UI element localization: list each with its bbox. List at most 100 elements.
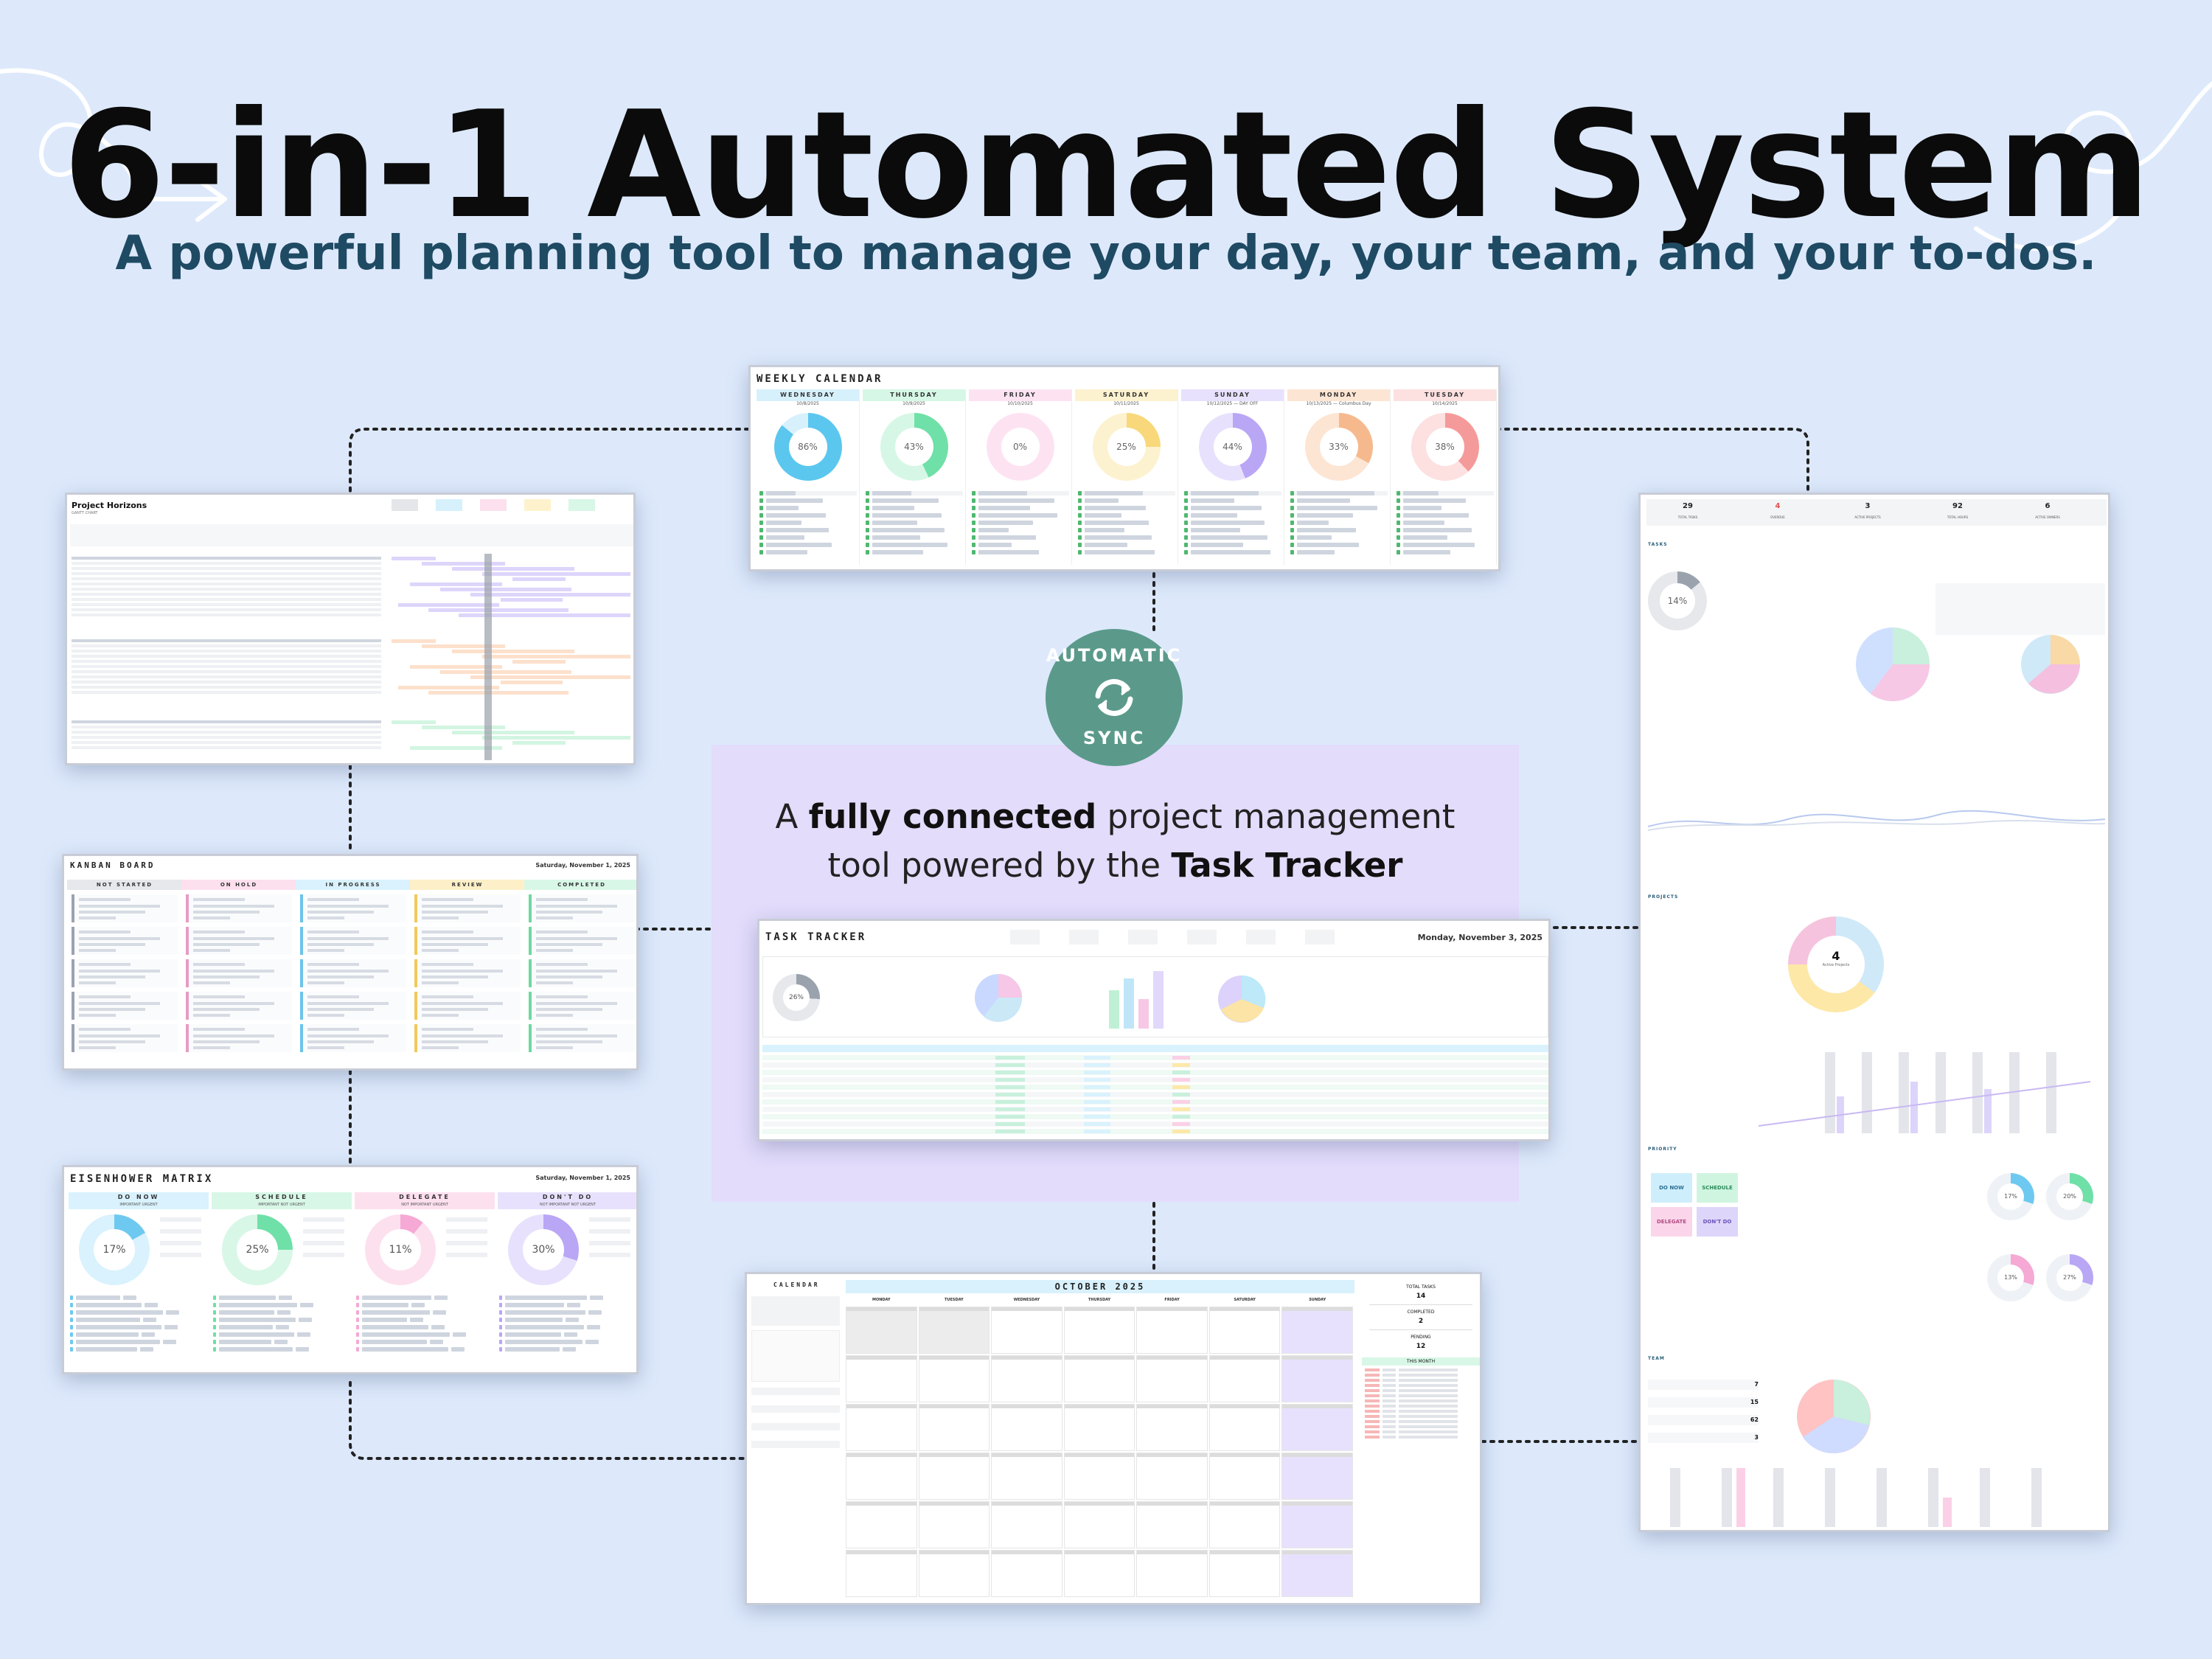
- kanban-card[interactable]: [529, 992, 635, 1020]
- calendar-day-cell[interactable]: [991, 1355, 1062, 1402]
- calendar-day-cell[interactable]: [1281, 1453, 1353, 1500]
- kanban-card[interactable]: [186, 1024, 292, 1052]
- calendar-day-cell[interactable]: [846, 1307, 917, 1354]
- calendar-day-cell[interactable]: [1136, 1355, 1208, 1402]
- kanban-card[interactable]: [529, 959, 635, 987]
- calendar-day-cell[interactable]: [1281, 1550, 1353, 1597]
- calendar-day-cell[interactable]: [846, 1453, 917, 1500]
- kanban-card[interactable]: [414, 927, 521, 955]
- kanban-card[interactable]: [186, 894, 292, 922]
- kanban-card[interactable]: [414, 1024, 521, 1052]
- calendar-day-cell[interactable]: [1136, 1307, 1208, 1354]
- calendar-day-cell[interactable]: [1136, 1550, 1208, 1597]
- calendar-day-cell[interactable]: [846, 1355, 917, 1402]
- calendar-day-cell[interactable]: [1208, 1404, 1281, 1451]
- calendar-day-cell[interactable]: [1281, 1404, 1353, 1451]
- tagline: A fully connected project management too…: [775, 797, 1455, 885]
- calendar-day-cell[interactable]: [1136, 1501, 1208, 1548]
- weekday-name: MONDAY: [1287, 389, 1390, 401]
- quadrant-completion-donut: 27%: [2046, 1254, 2093, 1301]
- calendar-day-cell[interactable]: [991, 1404, 1062, 1451]
- section-tasks: TASKS: [1648, 542, 1668, 547]
- kanban-card[interactable]: [300, 927, 406, 955]
- calendar-day-cell[interactable]: [1136, 1404, 1208, 1451]
- calendar-day-cell[interactable]: [1208, 1501, 1281, 1548]
- kpi-label: ACTIVE OWNERS: [2035, 515, 2060, 519]
- kanban-title: KANBAN BOARD: [70, 860, 156, 870]
- weekday-name: SATURDAY: [1075, 389, 1178, 401]
- calendar-day-cell[interactable]: [918, 1307, 990, 1354]
- kanban-card[interactable]: [414, 959, 521, 987]
- kpi-value: 6: [2045, 502, 2051, 510]
- completed-value: 2: [1418, 1318, 1424, 1325]
- calendar-day-cell[interactable]: [1063, 1453, 1135, 1500]
- calendar-day-cell[interactable]: [991, 1453, 1062, 1500]
- calendar-day-cell[interactable]: [1063, 1501, 1135, 1548]
- kanban-card[interactable]: [186, 927, 292, 955]
- kanban-card[interactable]: [529, 894, 635, 922]
- calendar-day-cell[interactable]: [918, 1453, 990, 1500]
- day-progress-donut: 33%: [1304, 413, 1373, 481]
- calendar-day-cell[interactable]: [1063, 1307, 1135, 1354]
- team-stat-value: 15: [1750, 1399, 1759, 1405]
- kanban-card[interactable]: [72, 1024, 178, 1052]
- kanban-card[interactable]: [72, 992, 178, 1020]
- calendar-day-cell[interactable]: [991, 1550, 1062, 1597]
- calendar-day-cell[interactable]: [1281, 1307, 1353, 1354]
- calendar-day-cell[interactable]: [1281, 1501, 1353, 1548]
- day-progress-donut: 86%: [773, 413, 842, 481]
- weekday-date: 10/12/2025 — DAY OFF: [1206, 401, 1259, 406]
- calendar-day-cell[interactable]: [918, 1501, 990, 1548]
- calendar-day-cell[interactable]: [1063, 1550, 1135, 1597]
- day-progress-value: 25%: [1107, 428, 1146, 466]
- quadrant-pct: 25%: [237, 1229, 278, 1270]
- kanban-card[interactable]: [414, 894, 521, 922]
- calendar-weekday: SUNDAY: [1309, 1298, 1326, 1302]
- calendar-day-cell[interactable]: [846, 1404, 917, 1451]
- calendar-day-cell[interactable]: [1208, 1307, 1281, 1354]
- kanban-card[interactable]: [529, 927, 635, 955]
- calendar-day-cell[interactable]: [1063, 1355, 1135, 1402]
- kanban-card[interactable]: [186, 992, 292, 1020]
- task-progress-donut: 26%: [773, 974, 820, 1021]
- gantt-subtitle: GANTT CHART: [72, 511, 98, 515]
- calendar-day-cell[interactable]: [1208, 1550, 1281, 1597]
- day-progress-value: 43%: [894, 428, 933, 466]
- calendar-day-cell[interactable]: [1281, 1355, 1353, 1402]
- calendar-day-cell[interactable]: [1208, 1355, 1281, 1402]
- calendar-day-cell[interactable]: [1063, 1404, 1135, 1451]
- calendar-day-cell[interactable]: [846, 1501, 917, 1548]
- calendar-day-cell[interactable]: [1136, 1453, 1208, 1500]
- calendar-day-cell[interactable]: [991, 1501, 1062, 1548]
- dashboard-project-bars: [1758, 1052, 2091, 1133]
- team-stat-value: 3: [1754, 1434, 1759, 1441]
- calendar-day-cell[interactable]: [1208, 1453, 1281, 1500]
- kanban-card[interactable]: [300, 894, 406, 922]
- kanban-card[interactable]: [300, 959, 406, 987]
- dashboard-team-charts: [1670, 1380, 2042, 1527]
- kanban-card[interactable]: [72, 927, 178, 955]
- kanban-card[interactable]: [414, 992, 521, 1020]
- weekday-date: 10/13/2025 — Columbus Day: [1306, 401, 1371, 406]
- kanban-card[interactable]: [186, 959, 292, 987]
- calendar-day-cell[interactable]: [991, 1307, 1062, 1354]
- weekday-date: 10/9/2025: [902, 401, 925, 406]
- calendar-day-cell[interactable]: [846, 1550, 917, 1597]
- kpi-value: 29: [1683, 502, 1693, 510]
- calendar-day-cell[interactable]: [918, 1404, 990, 1451]
- kanban-card[interactable]: [529, 1024, 635, 1052]
- task-tracker-title: TASK TRACKER: [765, 931, 867, 943]
- kanban-card[interactable]: [300, 1024, 406, 1052]
- kanban-card[interactable]: [72, 894, 178, 922]
- pending-value: 12: [1416, 1343, 1426, 1350]
- total-tasks-label: TOTAL TASKS: [1406, 1284, 1436, 1290]
- kpi-label: ACTIVE PROJECTS: [1854, 515, 1881, 519]
- kanban-card[interactable]: [72, 959, 178, 987]
- automatic-sync-badge: AUTOMATIC SYNC: [1046, 629, 1183, 766]
- calendar-day-cell[interactable]: [918, 1355, 990, 1402]
- calendar-day-cell[interactable]: [918, 1550, 990, 1597]
- kanban-card[interactable]: [300, 992, 406, 1020]
